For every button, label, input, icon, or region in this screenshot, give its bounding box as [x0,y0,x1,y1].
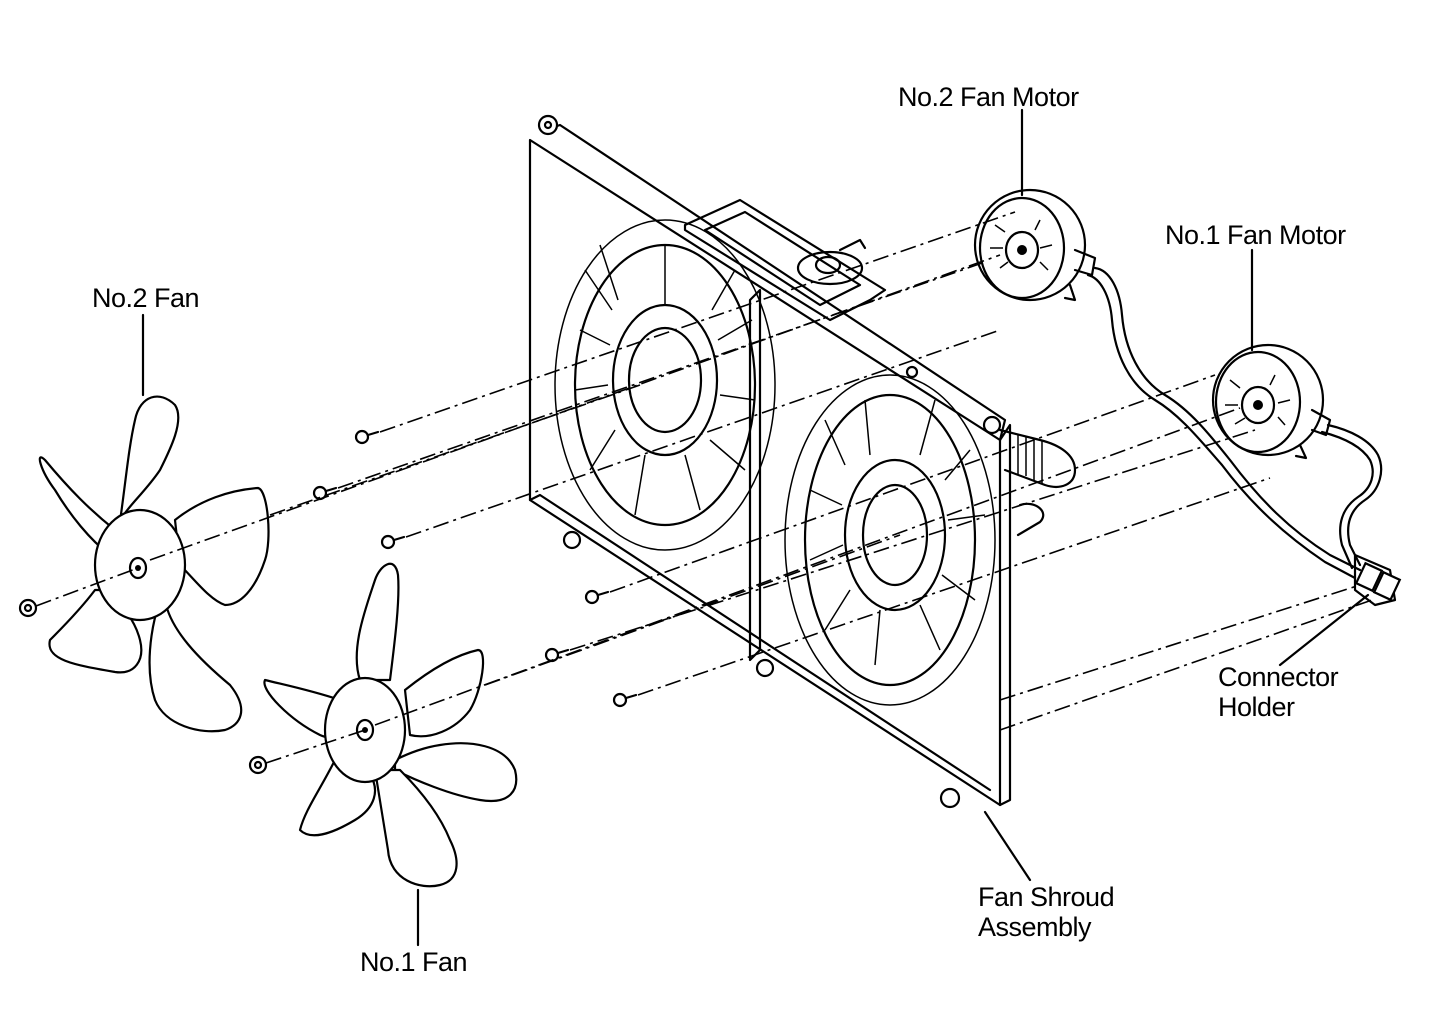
label-fan-shroud-line1: Fan Shroud [978,882,1115,912]
no2-fan [38,395,270,733]
shroud-opening-lower [784,374,996,706]
label-fan-shroud-assembly: Fan Shroud Assembly [978,882,1115,942]
hardware [18,429,638,775]
label-no1-fan-motor: No.1 Fan Motor [1165,220,1346,250]
label-no1-fan: No.1 Fan [360,947,468,977]
shroud-opening-upper [554,219,776,551]
connector-holder [1353,553,1402,607]
label-no2-fan-motor: No.2 Fan Motor [898,82,1079,112]
label-no2-fan: No.2 Fan [92,283,200,313]
bolt [380,534,406,550]
bolt [584,589,610,605]
label-connector-holder-line2: Holder [1218,692,1295,722]
assembly-lines [35,211,1373,764]
leader-lines [141,108,1370,947]
fan-shroud-assembly [528,114,1077,809]
label-connector-holder-line1: Connector [1218,662,1339,692]
bolt [544,647,570,663]
bolt [612,692,638,708]
label-connector-holder: Connector Holder [1218,662,1339,722]
bolt [354,429,380,445]
no1-fan [263,562,518,888]
no1-fan-motor [1211,343,1332,460]
no2-fan-motor [973,188,1097,302]
wiring-harness [1086,266,1383,580]
label-fan-shroud-line2: Assembly [978,912,1092,942]
